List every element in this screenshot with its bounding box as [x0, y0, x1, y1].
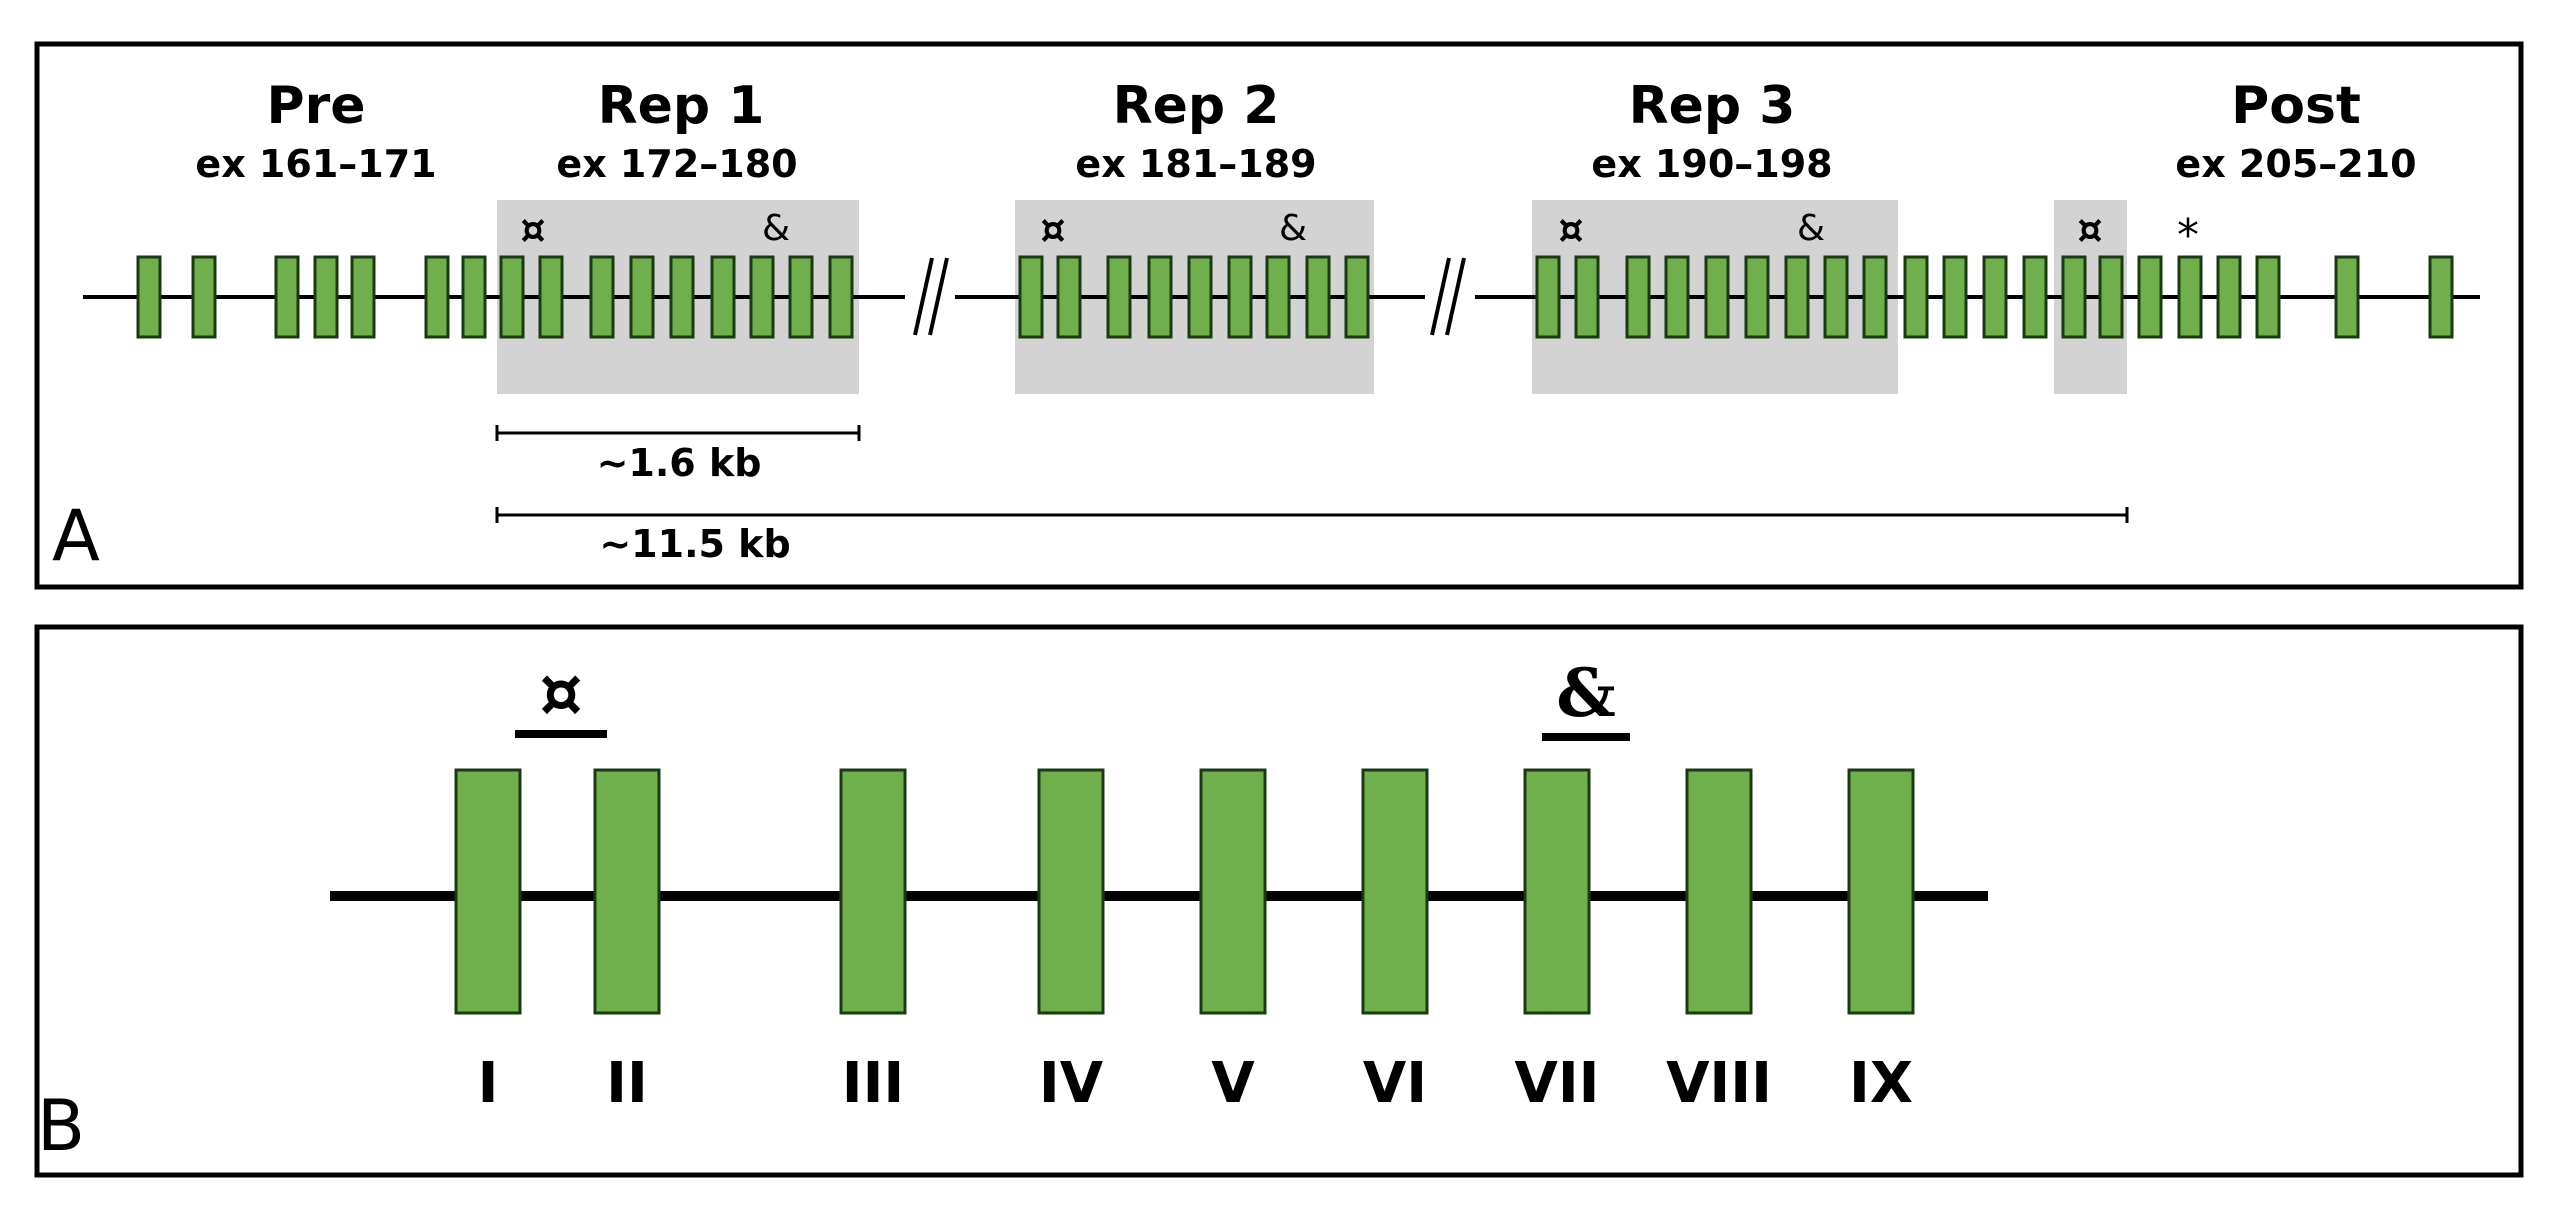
- exon-box-25: [1344, 255, 1370, 339]
- exon-box-13: [710, 255, 736, 339]
- marker-amp-rep1: &: [762, 208, 790, 249]
- region-title-rep3: Rep 3: [1629, 76, 1796, 136]
- exon-box-20: [1147, 255, 1173, 339]
- region-exons-rep1: ex 172–180: [556, 142, 797, 186]
- exon-label-2: II: [606, 1051, 648, 1116]
- exon-box-35: [1903, 255, 1929, 339]
- exon-box-17: [1018, 255, 1044, 339]
- exon-box-22: [1227, 255, 1253, 339]
- panel-a-letter: A: [52, 495, 100, 577]
- exon-box-15: [788, 255, 814, 339]
- exon-label-7: VII: [1514, 1051, 1599, 1116]
- repeat-exon-9: [1847, 768, 1915, 1015]
- exon-label-8: VIII: [1666, 1051, 1772, 1116]
- exon-box-39: [2061, 255, 2087, 339]
- region-title-rep2: Rep 2: [1113, 76, 1280, 136]
- repeat-exon-8: [1685, 768, 1753, 1015]
- exon-box-46: [2428, 255, 2454, 339]
- exon-box-40: [2098, 255, 2124, 339]
- exon-box-33: [1823, 255, 1849, 339]
- exon-box-4: [313, 255, 339, 339]
- repeat-exon-1: [454, 768, 522, 1015]
- marker-amp-rep3: &: [1797, 208, 1825, 249]
- panel-b-letter: B: [37, 1085, 85, 1167]
- region-exons-rep2: ex 181–189: [1075, 142, 1316, 186]
- break-mark-1: [905, 250, 955, 345]
- exon-box-10: [589, 255, 615, 339]
- panel-b-marker-amp: &: [1556, 654, 1616, 732]
- exon-box-45: [2334, 255, 2360, 339]
- marker-amp-rep2: &: [1279, 208, 1307, 249]
- exon-box-6: [424, 255, 450, 339]
- exon-label-6: VI: [1363, 1051, 1427, 1116]
- region-title-rep1: Rep 1: [598, 76, 765, 136]
- panel-a-frame: [34, 41, 2524, 590]
- repeat-exon-2: [593, 768, 661, 1015]
- break-mark-2: [1425, 250, 1475, 345]
- exon-box-29: [1664, 255, 1690, 339]
- exon-box-2: [191, 255, 217, 339]
- exon-box-36: [1942, 255, 1968, 339]
- exon-box-37: [1982, 255, 2008, 339]
- scale-bar-short: [495, 425, 861, 441]
- panel-b-exons: [454, 768, 1915, 1015]
- exon-box-26: [1535, 255, 1561, 339]
- exon-box-5: [350, 255, 376, 339]
- exon-box-30: [1704, 255, 1730, 339]
- exon-box-28: [1625, 255, 1651, 339]
- exon-box-32: [1784, 255, 1810, 339]
- exon-box-12: [669, 255, 695, 339]
- panel-b-frame: [34, 624, 2524, 1178]
- repeat-exon-4: [1037, 768, 1105, 1015]
- exon-box-14: [749, 255, 775, 339]
- exon-box-34: [1862, 255, 1888, 339]
- exon-box-11: [629, 255, 655, 339]
- exon-box-21: [1187, 255, 1213, 339]
- repeat-exon-5: [1199, 768, 1267, 1015]
- repeat-exon-3: [839, 768, 907, 1015]
- exon-box-24: [1305, 255, 1331, 339]
- exon-box-31: [1744, 255, 1770, 339]
- marker-circle-post: ¤: [2077, 206, 2102, 253]
- scale-label-short: ~1.6 kb: [597, 441, 762, 485]
- exon-label-3: III: [842, 1051, 905, 1116]
- region-exons-pre: ex 161–171: [195, 142, 436, 186]
- exon-box-7: [461, 255, 487, 339]
- exon-label-1: I: [478, 1051, 499, 1116]
- region-exons-post: ex 205–210: [2175, 142, 2416, 186]
- exon-box-43: [2216, 255, 2242, 339]
- exon-label-9: IX: [1849, 1051, 1913, 1116]
- exon-label-4: IV: [1039, 1051, 1104, 1116]
- region-title-pre: Pre: [266, 76, 365, 136]
- marker-circle-rep1: ¤: [520, 206, 545, 253]
- exon-box-9: [538, 255, 564, 339]
- exon-box-16: [828, 255, 854, 339]
- scale-bar-long: [495, 507, 2129, 523]
- marker-circle-rep3: ¤: [1558, 206, 1583, 253]
- exon-box-41: [2137, 255, 2163, 339]
- exon-box-3: [274, 255, 300, 339]
- exon-box-8: [499, 255, 525, 339]
- exon-box-44: [2255, 255, 2281, 339]
- exon-box-1: [136, 255, 162, 339]
- repeat-exon-6: [1361, 768, 1429, 1015]
- exon-box-18: [1056, 255, 1082, 339]
- repeat-exon-7: [1523, 768, 1591, 1015]
- panel-a-exons: [136, 255, 2454, 339]
- scale-label-long: ~11.5 kb: [599, 522, 790, 566]
- region-title-post: Post: [2231, 76, 2361, 136]
- exon-box-19: [1106, 255, 1132, 339]
- exon-box-42: [2177, 255, 2203, 339]
- exon-box-27: [1574, 255, 1600, 339]
- exon-label-5: V: [1211, 1051, 1255, 1116]
- region-exons-rep3: ex 190–198: [1591, 142, 1832, 186]
- exon-box-38: [2022, 255, 2048, 339]
- panel-b-marker-circle: ¤: [539, 653, 582, 733]
- exon-box-23: [1265, 255, 1291, 339]
- marker-star-post: *: [2177, 210, 2199, 261]
- marker-circle-rep2: ¤: [1040, 206, 1065, 253]
